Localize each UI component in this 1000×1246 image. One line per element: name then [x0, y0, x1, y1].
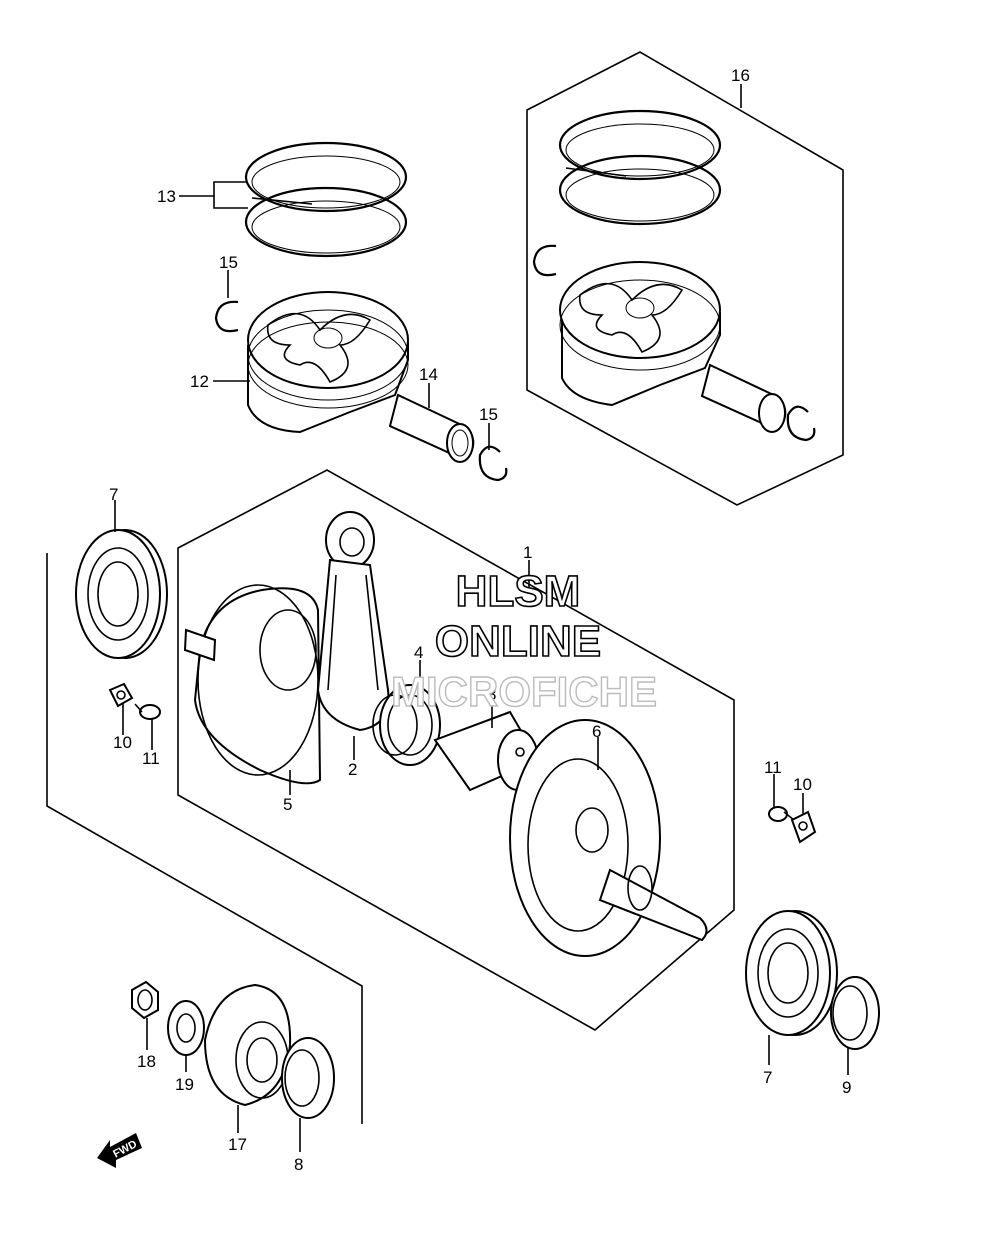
bearing-right[interactable] [745, 910, 838, 1036]
piston-set-circlip-right[interactable] [786, 405, 816, 442]
part-number[interactable]: 4 [414, 643, 423, 662]
watermark-line-1: HLSM [456, 567, 581, 616]
piston-set-group-box [526, 51, 844, 506]
nut[interactable] [131, 980, 159, 1020]
connecting-rod[interactable] [316, 511, 390, 732]
piston-set-piston[interactable] [559, 261, 721, 407]
circlip-right[interactable] [478, 445, 508, 482]
part-number[interactable]: 11 [142, 749, 160, 768]
crank-web-right[interactable] [509, 719, 708, 957]
bearing-left[interactable] [75, 529, 168, 659]
part-numbers: 1 2 3 4 5 6 7 7 8 9 10 10 11 11 12 13 14… [109, 66, 851, 1174]
piston-pin[interactable] [388, 393, 475, 463]
piston-set-pin[interactable] [700, 363, 787, 433]
primary-drive-gear[interactable] [203, 983, 292, 1107]
part-number[interactable]: 1 [523, 543, 532, 562]
part-number[interactable]: 6 [592, 722, 601, 741]
part-number[interactable]: 7 [763, 1068, 772, 1087]
part-number[interactable]: 10 [793, 775, 812, 794]
part-number[interactable]: 11 [764, 758, 782, 777]
part-number[interactable]: 2 [348, 760, 357, 779]
part-number[interactable]: 15 [219, 253, 238, 272]
part-number[interactable]: 10 [113, 733, 132, 752]
crank-pin[interactable] [433, 710, 540, 792]
screw-right[interactable] [768, 806, 795, 822]
circlip-left[interactable] [214, 300, 239, 333]
watermark-line-2: ONLINE [435, 617, 601, 666]
washer[interactable] [167, 1000, 205, 1056]
oil-seal-right[interactable] [830, 976, 880, 1050]
screw-left[interactable] [134, 703, 161, 720]
part-number[interactable]: 16 [731, 66, 750, 85]
part-number[interactable]: 5 [283, 795, 292, 814]
watermark-line-3: MICROFICHE [391, 668, 657, 715]
part-number[interactable]: 8 [294, 1155, 303, 1174]
forward-direction-arrow: FWD [97, 1133, 142, 1168]
fwd-label: FWD [111, 1138, 139, 1160]
lock-washer-right[interactable] [790, 810, 817, 844]
piston[interactable] [247, 291, 409, 434]
leader-lines [114, 84, 849, 1152]
left-side-bracket-line [46, 553, 363, 1124]
part-number[interactable]: 9 [842, 1078, 851, 1097]
piston-set-circlip-left[interactable] [532, 244, 557, 277]
piston-rings[interactable] [244, 141, 408, 258]
lock-washer-left[interactable] [108, 682, 134, 708]
part-number[interactable]: 3 [487, 685, 496, 704]
part-number[interactable]: 13 [157, 187, 176, 206]
part-number[interactable]: 7 [109, 485, 118, 504]
needle-bearing[interactable] [372, 684, 441, 766]
part-number[interactable]: 17 [228, 1135, 247, 1154]
crankshaft-assembly-group-box [177, 469, 735, 1031]
part-number[interactable]: 18 [137, 1052, 156, 1071]
oil-seal-left[interactable] [281, 1037, 335, 1119]
watermark: HLSM ONLINE MICROFICHE [390, 566, 657, 716]
piston-set-rings[interactable] [558, 109, 722, 226]
part-number[interactable]: 12 [190, 372, 209, 391]
crank-web-left[interactable] [183, 584, 322, 785]
part-number[interactable]: 19 [175, 1075, 194, 1094]
part-number[interactable]: 14 [419, 365, 438, 384]
part-number[interactable]: 15 [479, 405, 498, 424]
